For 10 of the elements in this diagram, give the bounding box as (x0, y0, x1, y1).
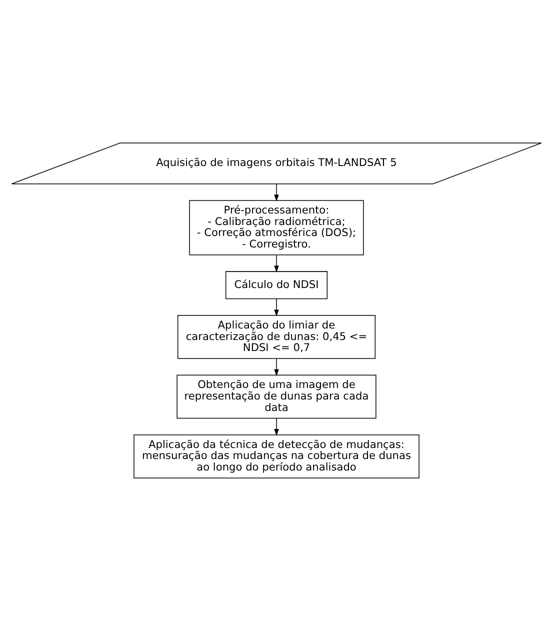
arrow (274, 183, 279, 201)
arrow (274, 358, 279, 376)
node-box: Aplicação da técnica de detecção de mudanças: mensuração das mudanças na cobertura de dunas ao longo do período analisado (134, 434, 420, 478)
node-box: Aplicação do limiar de caracterização de dunas: 0,45 <= NDSI <= 0,7 (177, 314, 376, 358)
arrow (274, 298, 279, 316)
node-box: Cálculo do NDSI (225, 270, 328, 299)
node-box: Pré-processamento: - Calibração radiométrica; - Correção atmosférica (DOS); - Corregistro. (189, 200, 364, 255)
arrow (274, 418, 279, 436)
node-box: Obtenção de uma imagem de representação de dunas para cada data (176, 374, 376, 418)
arrow (274, 254, 279, 272)
